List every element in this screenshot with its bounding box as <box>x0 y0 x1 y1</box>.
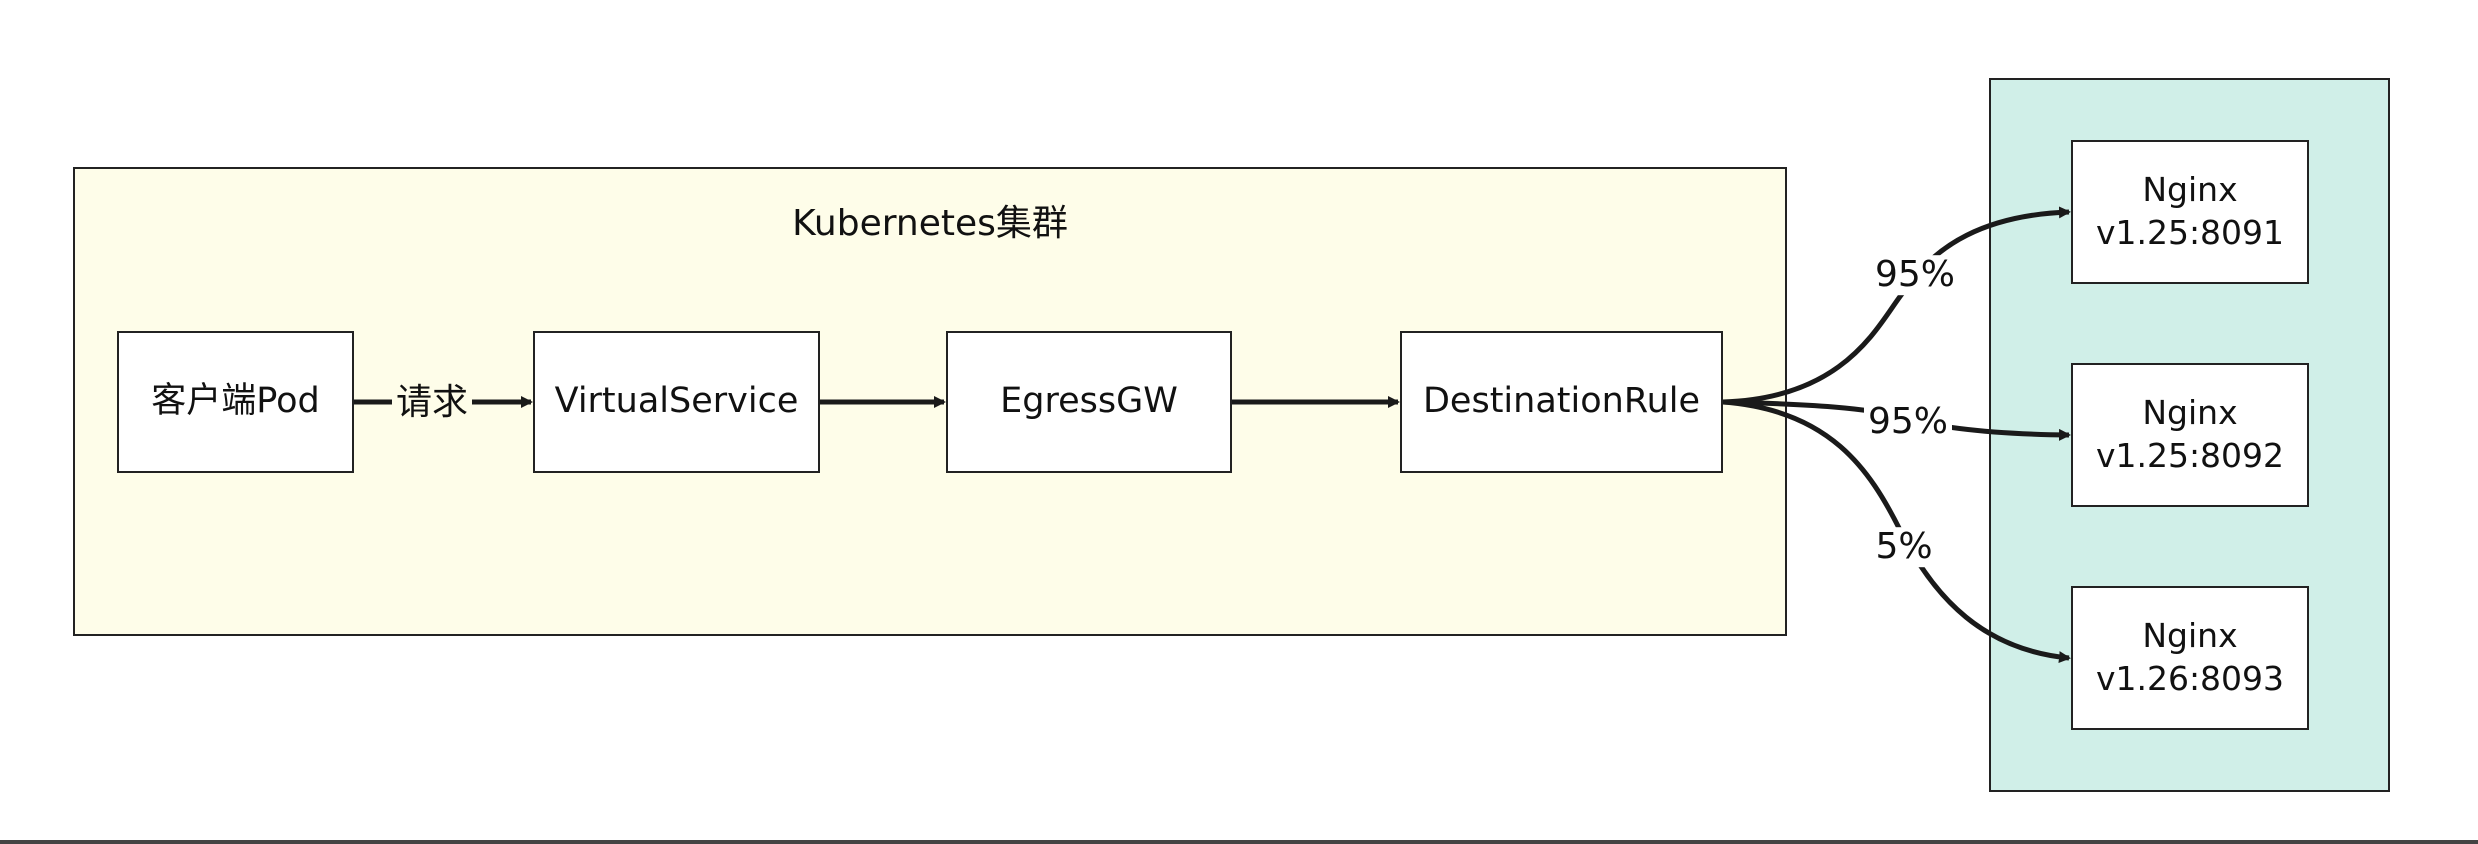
egress-gateway-node: EgressGW <box>946 331 1232 473</box>
client-pod-node: 客户端Pod <box>117 331 354 473</box>
virtual-service-node: VirtualService <box>533 331 820 473</box>
nginx-name: Nginx <box>2142 170 2238 210</box>
weight-label-8091: 95% <box>1870 255 1960 295</box>
cluster-title: Kubernetes集群 <box>792 203 1068 244</box>
bottom-border <box>0 840 2478 844</box>
nginx-version: v1.25:8092 <box>2095 436 2285 475</box>
weight-label-8093: 5% <box>1871 527 1937 567</box>
nginx-node-8091: Nginx v1.25:8091 <box>2071 140 2309 284</box>
nginx-node-8093: Nginx v1.26:8093 <box>2071 586 2309 730</box>
nginx-version: v1.25:8091 <box>2095 213 2285 252</box>
nginx-version: v1.26:8093 <box>2095 659 2285 698</box>
destination-rule-node: DestinationRule <box>1400 331 1723 473</box>
nginx-name: Nginx <box>2142 616 2238 656</box>
nginx-node-8092: Nginx v1.25:8092 <box>2071 363 2309 507</box>
edge-destinationrule-to-nginx-8091 <box>1722 206 2071 405</box>
nginx-name: Nginx <box>2142 393 2238 433</box>
request-edge-label: 请求 <box>391 383 473 423</box>
weight-label-8092: 95% <box>1863 402 1953 442</box>
